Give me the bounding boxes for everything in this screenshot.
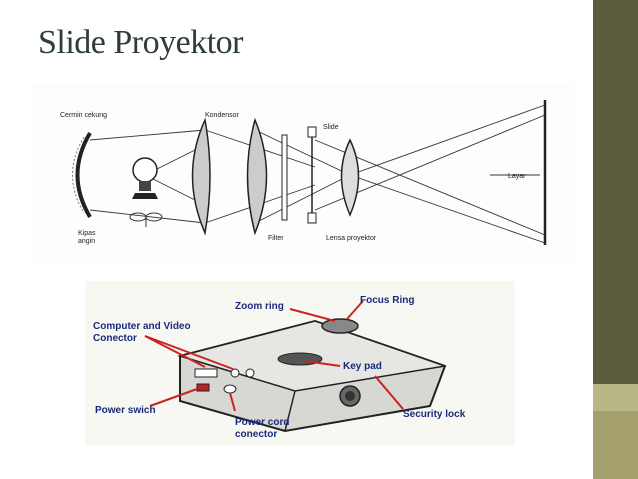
slide-title: Slide Proyektor bbox=[38, 24, 243, 61]
zoom-ring bbox=[321, 318, 359, 334]
pointer-lines bbox=[144, 300, 404, 412]
slide-element bbox=[307, 126, 317, 224]
accent-bar-light bbox=[593, 384, 638, 411]
label-power-cord-line1: Power cord bbox=[235, 417, 289, 428]
power-cord-connector bbox=[223, 384, 237, 394]
label-slide: Slide bbox=[323, 124, 339, 131]
label-zoom-ring: Zoom ring bbox=[235, 301, 284, 312]
condenser-lens-2 bbox=[246, 117, 268, 236]
accent-bar-dark bbox=[593, 0, 638, 384]
label-fan-line1: Kipas bbox=[78, 230, 96, 237]
concave-mirror bbox=[75, 131, 92, 219]
label-key-pad: Key pad bbox=[343, 361, 382, 372]
label-mirror: Cermin cekung bbox=[60, 112, 107, 119]
condenser-lens-1 bbox=[191, 117, 211, 236]
label-power-cord-line2: conector bbox=[235, 429, 277, 440]
projector-optics-diagram: Cermin cekung Kondensor Slide Layar Kipa… bbox=[30, 85, 575, 265]
filter-plate bbox=[281, 134, 288, 221]
label-filter: Filter bbox=[268, 235, 284, 242]
label-connector-line1: Computer and Video bbox=[93, 321, 191, 332]
accent-bar-mid bbox=[593, 411, 638, 479]
label-power-switch: Power swich bbox=[95, 405, 156, 416]
label-security-lock: Security lock bbox=[403, 409, 466, 420]
projector-device-illustration: Zoom ring Focus Ring Computer and Video … bbox=[85, 281, 515, 446]
power-switch bbox=[196, 383, 210, 392]
label-screen: Layar bbox=[508, 173, 526, 180]
label-fan-line2: angin bbox=[78, 238, 95, 245]
bulb-icon bbox=[132, 157, 158, 199]
label-connector-line2: Conector bbox=[93, 333, 137, 344]
projector-lens bbox=[340, 138, 360, 217]
label-condenser: Kondensor bbox=[205, 112, 240, 119]
video-connector bbox=[194, 368, 218, 378]
fan-icon bbox=[129, 212, 163, 227]
label-lens: Lensa proyektor bbox=[326, 235, 377, 242]
label-focus-ring: Focus Ring bbox=[360, 295, 414, 306]
accent-sidebar bbox=[593, 0, 638, 479]
